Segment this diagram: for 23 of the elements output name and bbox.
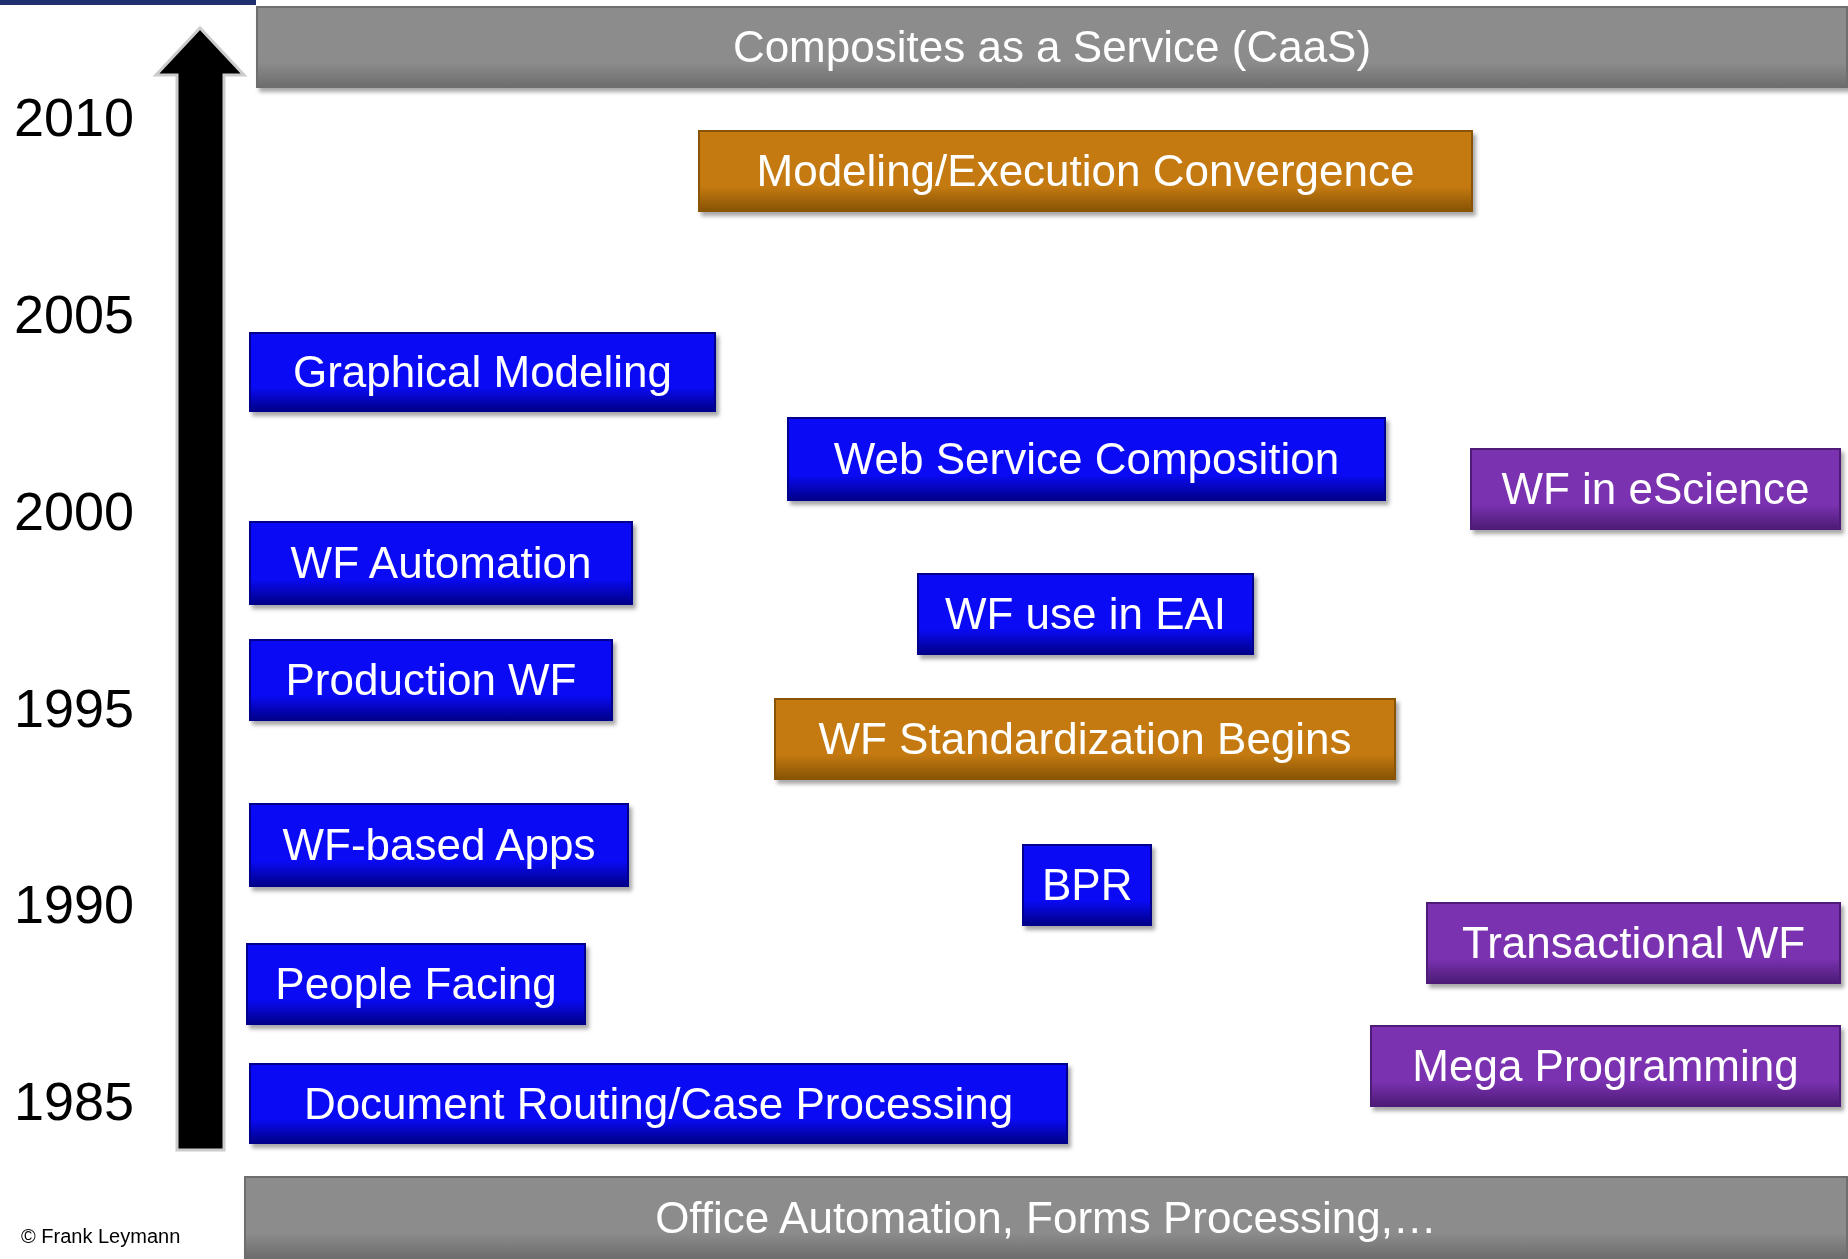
era-band: Composites as a Service (CaaS) <box>256 6 1848 88</box>
topic-box: BPR <box>1022 844 1153 926</box>
topic-box: Transactional WF <box>1426 902 1841 984</box>
year-label: 1995 <box>14 677 135 739</box>
year-label: 2000 <box>14 480 135 542</box>
topic-box: Graphical Modeling <box>249 332 716 412</box>
topic-box: WF in eScience <box>1470 448 1841 530</box>
topic-box: Modeling/Execution Convergence <box>698 130 1473 212</box>
year-label: 2010 <box>14 86 135 148</box>
topic-box: WF Automation <box>249 521 633 605</box>
era-band: Office Automation, Forms Processing,… <box>244 1176 1848 1259</box>
topic-box: WF use in EAI <box>917 573 1254 655</box>
year-label: 1990 <box>14 873 135 935</box>
topic-box: People Facing <box>246 943 586 1025</box>
topic-box: WF-based Apps <box>249 803 629 887</box>
topic-box: Web Service Composition <box>787 417 1386 501</box>
year-label: 1985 <box>14 1070 135 1132</box>
copyright-note: © Frank Leymann <box>21 1225 181 1248</box>
topic-box: WF Standardization Begins <box>774 698 1396 780</box>
topic-box: Production WF <box>249 639 613 721</box>
topic-box: Mega Programming <box>1370 1025 1841 1107</box>
year-label: 2005 <box>14 283 135 345</box>
topic-box: Document Routing/Case Processing <box>249 1063 1068 1144</box>
